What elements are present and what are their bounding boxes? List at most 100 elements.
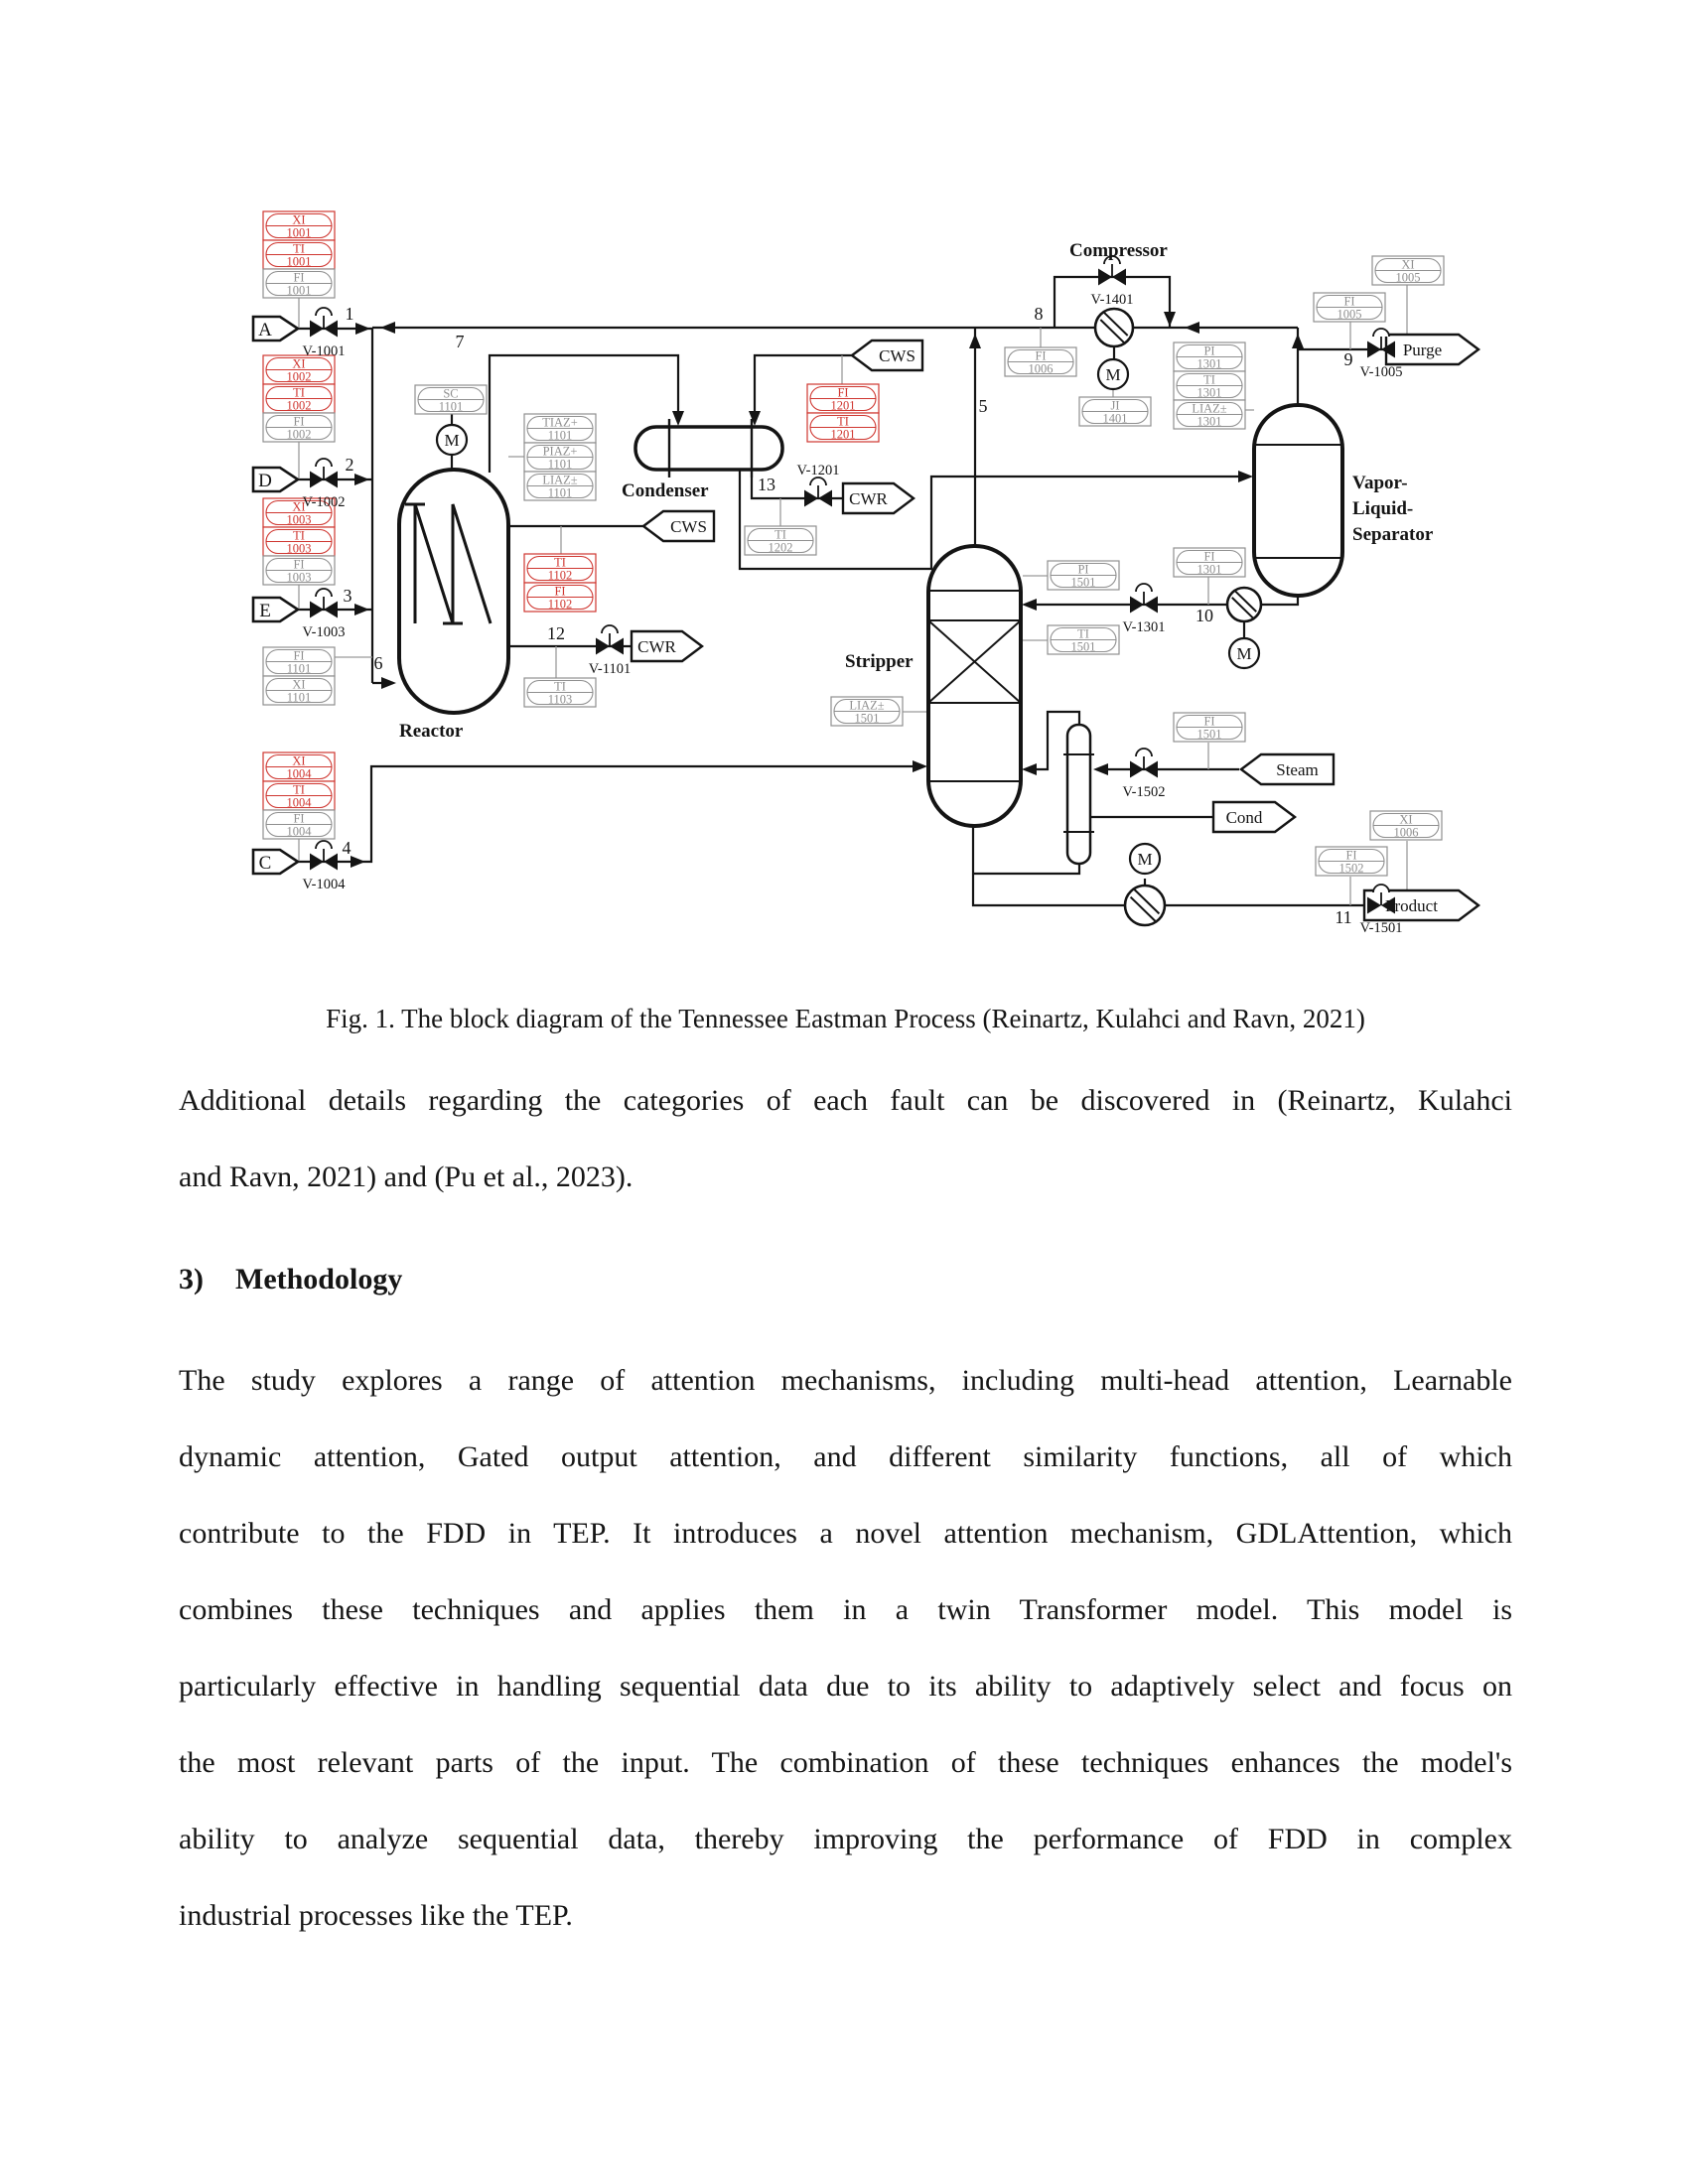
- svg-text:1502: 1502: [1339, 862, 1364, 876]
- svg-text:1003: 1003: [287, 571, 312, 585]
- svg-text:1002: 1002: [287, 428, 312, 442]
- stream-number: 7: [456, 332, 465, 351]
- text-line: the most relevant parts of the input. Th…: [179, 1746, 1512, 1779]
- svg-text:1002: 1002: [287, 399, 312, 413]
- svg-text:FI: FI: [1035, 349, 1046, 363]
- feed-letter: A: [258, 320, 272, 341]
- valve-label: V-1001: [303, 343, 346, 359]
- flow-arrows: [351, 312, 1304, 868]
- svg-text:1101: 1101: [548, 429, 573, 443]
- svg-text:1501: 1501: [1071, 640, 1096, 654]
- svg-text:1002: 1002: [287, 370, 312, 384]
- svg-text:XI: XI: [1401, 258, 1414, 272]
- flow-flag-label: Product: [1385, 896, 1438, 915]
- paragraph-methodology: The study explores a range of attention …: [179, 1342, 1512, 1954]
- svg-text:TIAZ+: TIAZ+: [542, 416, 578, 430]
- valve-V-1002: V-1002: [303, 458, 345, 510]
- stream-number: 9: [1344, 349, 1353, 369]
- svg-text:FI: FI: [1203, 715, 1214, 729]
- svg-text:FI: FI: [554, 585, 565, 599]
- flow-flag-label: CWS: [879, 346, 915, 365]
- svg-text:XI: XI: [292, 213, 305, 227]
- instrument-tag: LIAZ±1101: [523, 471, 597, 501]
- valve-V-1201: V-1201: [797, 463, 839, 507]
- svg-text:PI: PI: [1203, 344, 1214, 358]
- valve-label: V-1003: [303, 624, 346, 640]
- instrument-tag: TIAZ+1101: [523, 413, 597, 444]
- valve-label: V-1101: [589, 661, 631, 677]
- stripper-level-tag: LIAZ±1501: [830, 696, 904, 727]
- svg-text:1001: 1001: [287, 226, 312, 240]
- stream-number: 6: [374, 653, 383, 673]
- svg-text:XI: XI: [292, 500, 305, 514]
- valve-label: V-1004: [303, 877, 347, 892]
- text-line: contribute to the FDD in TEP. It introdu…: [179, 1517, 1512, 1550]
- text-line: The study explores a range of attention …: [179, 1364, 1512, 1397]
- valve-label: V-1501: [1360, 920, 1403, 936]
- svg-text:1103: 1103: [548, 693, 573, 707]
- flow-flag-label: CWS: [670, 517, 707, 536]
- svg-text:FI: FI: [293, 558, 304, 572]
- stream-number: 12: [547, 623, 565, 643]
- svg-text:TI: TI: [293, 529, 305, 543]
- stream-number: 10: [1196, 606, 1213, 625]
- text-line: industrial processes like the TEP.: [179, 1899, 573, 1932]
- flow-flag-label: Steam: [1276, 760, 1319, 779]
- valve-V-1003: V-1003: [303, 588, 346, 640]
- valve-label: V-1401: [1091, 292, 1134, 308]
- motor-icon: M: [1096, 357, 1130, 391]
- flow-flag-cws: CWS: [641, 509, 716, 543]
- svg-text:1201: 1201: [831, 428, 856, 442]
- svg-text:M: M: [1105, 365, 1120, 384]
- stream-number: 5: [979, 396, 988, 416]
- separator-vessel: [1252, 403, 1344, 598]
- compressor-symbol: [1093, 307, 1135, 348]
- text-line: combines these techniques and applies th…: [179, 1593, 1512, 1626]
- svg-text:1101: 1101: [287, 691, 312, 705]
- flow-flag-cwr: CWR: [841, 481, 915, 515]
- feed-letter: C: [259, 853, 272, 874]
- svg-text:TI: TI: [774, 528, 786, 542]
- svg-text:M: M: [444, 431, 459, 450]
- instrument-tag: LIAZ±1301: [1173, 399, 1246, 430]
- separator-pump: [1225, 586, 1263, 623]
- svg-text:FI: FI: [837, 386, 848, 400]
- equipment-label: Compressor: [1069, 240, 1168, 261]
- svg-text:FI: FI: [293, 812, 304, 826]
- stream-number: 4: [343, 838, 352, 858]
- svg-text:1301: 1301: [1197, 386, 1222, 400]
- svg-text:1501: 1501: [1071, 576, 1096, 590]
- svg-text:1005: 1005: [1337, 308, 1362, 322]
- stripper-pump: [1123, 884, 1167, 927]
- svg-text:PI: PI: [1077, 563, 1088, 577]
